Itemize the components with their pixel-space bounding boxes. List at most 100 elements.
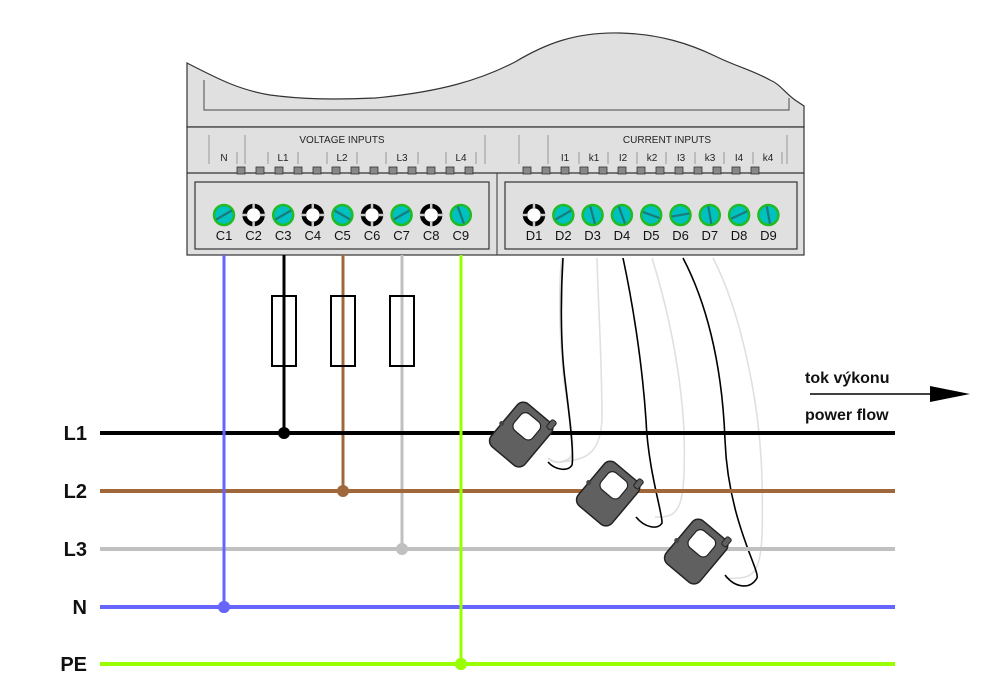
- current-clamp-icon-l2: [575, 460, 644, 527]
- terminal-c6[interactable]: C6: [360, 203, 384, 243]
- current-inputs-header: CURRENT INPUTS: [623, 135, 711, 146]
- clamp-lead-l1: [547, 257, 574, 471]
- clamp-lead-l3-i: [712, 257, 764, 580]
- screw-slot: [671, 212, 690, 218]
- screw-slot: [642, 210, 661, 220]
- connector-pin: [617, 166, 627, 175]
- terminal-label: D9: [760, 228, 777, 243]
- connector-pin: [312, 166, 322, 175]
- terminal-label: D7: [701, 228, 718, 243]
- connector-pin: [464, 166, 474, 175]
- current-channel-label: I4: [735, 153, 744, 164]
- screw-slot: [707, 205, 713, 225]
- voltage-channel-label: L3: [396, 153, 408, 164]
- connector-pin: [579, 166, 589, 175]
- line-label-n: N: [73, 597, 87, 619]
- connector-pin: [674, 166, 684, 175]
- junction-dot-l3: [396, 543, 408, 555]
- connector-pin: [407, 166, 417, 175]
- screw-slot: [730, 210, 748, 220]
- clamp-latch: [546, 419, 557, 431]
- clamp-lead-l2-i: [651, 257, 686, 518]
- connector-pin: [693, 166, 703, 175]
- power-flow-indicator: tok výkonu power flow: [805, 370, 970, 424]
- terminal-d9[interactable]: D9: [757, 203, 780, 243]
- terminal-c5[interactable]: C5: [331, 203, 354, 243]
- voltage-channel-label: L1: [277, 153, 289, 164]
- terminal-c8[interactable]: C8: [419, 203, 444, 243]
- connector-pin: [350, 166, 360, 175]
- terminal-c2[interactable]: C2: [241, 203, 266, 243]
- terminal-d1[interactable]: D1: [522, 203, 546, 243]
- connector-pin: [598, 166, 608, 175]
- current-channel-label: k1: [589, 153, 600, 164]
- clamp-jaw: [687, 529, 717, 558]
- current-channel-label: k2: [647, 153, 658, 164]
- terminal-label: C6: [364, 228, 381, 243]
- terminal-c1[interactable]: C1: [212, 203, 236, 243]
- clamp-pivot: [586, 480, 592, 486]
- terminal-c9[interactable]: C9: [449, 203, 473, 243]
- terminal-d7[interactable]: D7: [698, 203, 722, 243]
- terminal-label: C3: [275, 228, 292, 243]
- terminal-label: D2: [555, 228, 572, 243]
- screw-slot: [274, 209, 292, 221]
- screw-slot: [393, 209, 410, 221]
- fuse-icon: [271, 295, 297, 367]
- connector-pin: [274, 166, 284, 175]
- current-channel-label: I2: [619, 153, 628, 164]
- connector-pin: [293, 166, 303, 175]
- terminal-label: C5: [334, 228, 351, 243]
- connector-pin: [636, 166, 646, 175]
- terminal-label: C9: [452, 228, 469, 243]
- connector-pin: [369, 166, 379, 175]
- terminal-d5[interactable]: D5: [639, 203, 663, 243]
- connector-pin: [560, 166, 570, 175]
- voltage-channel-label: N: [220, 153, 227, 164]
- terminal-label: D1: [526, 228, 543, 243]
- current-channel-label: I3: [677, 153, 686, 164]
- junction-dot-l2: [337, 485, 349, 497]
- line-label-l1: L1: [64, 423, 87, 445]
- terminal-d8[interactable]: D8: [727, 203, 751, 243]
- current-clamp-icon-l1: [488, 401, 557, 468]
- connector-pin: [445, 166, 455, 175]
- terminal-c7[interactable]: C7: [390, 203, 413, 243]
- connector-pin: [712, 166, 722, 175]
- terminal-label: C2: [245, 228, 262, 243]
- line-label-pe: PE: [60, 654, 87, 676]
- terminal-label: D6: [672, 228, 689, 243]
- terminal-label: D8: [731, 228, 748, 243]
- connector-pin: [655, 166, 665, 175]
- fuse-icon: [389, 295, 415, 367]
- terminal-d2[interactable]: D2: [552, 203, 575, 243]
- terminal-c3[interactable]: C3: [271, 203, 295, 243]
- terminal-label: C4: [304, 228, 321, 243]
- junction-dot-l1: [278, 427, 290, 439]
- current-clamp-icon-l3: [663, 518, 732, 585]
- line-label-l3: L3: [64, 539, 87, 561]
- junction-dot-n: [218, 601, 230, 613]
- terminal-label: C7: [393, 228, 410, 243]
- connector-pin: [388, 166, 398, 175]
- terminal-label: C1: [216, 228, 233, 243]
- terminal-c4[interactable]: C4: [300, 203, 325, 243]
- terminal-label: C8: [423, 228, 440, 243]
- connector-pin: [750, 166, 760, 175]
- screw-slot: [554, 209, 572, 221]
- clamp-lead-l1-i: [559, 257, 603, 463]
- terminal-d3[interactable]: D3: [581, 203, 604, 243]
- screw-slot: [617, 206, 627, 224]
- connector-pin: [541, 166, 551, 175]
- terminal-d6[interactable]: D6: [669, 203, 692, 243]
- screw-slot: [334, 209, 351, 221]
- terminal-d4[interactable]: D4: [610, 203, 634, 243]
- current-channel-label: I1: [561, 153, 570, 164]
- connector-pin: [731, 166, 741, 175]
- voltage-channel-label: L2: [336, 153, 348, 164]
- clamp-latch: [721, 536, 732, 548]
- connector-pin: [255, 166, 265, 175]
- clamp-jaw: [512, 412, 542, 441]
- clamp-leads: [547, 257, 764, 587]
